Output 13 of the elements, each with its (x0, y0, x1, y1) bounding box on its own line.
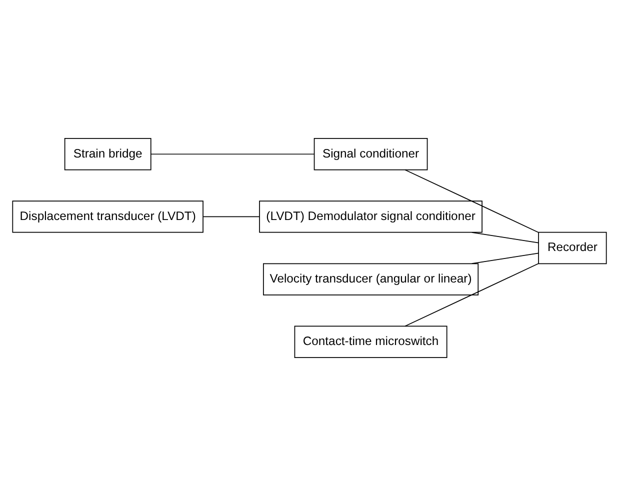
node-box: Displacement transducer (LVDT) (12, 200, 204, 233)
connector (471, 232, 539, 244)
node-box: Signal conditioner (314, 138, 428, 170)
node-box: Strain bridge (64, 138, 152, 170)
connector (404, 169, 539, 233)
node-box: Recorder (538, 232, 607, 264)
node-box: Velocity transducer (angular or linear) (263, 263, 479, 296)
connector (202, 216, 260, 218)
connector (404, 263, 539, 327)
node-box: Contact-time microswitch (294, 326, 448, 358)
connector (471, 252, 539, 264)
node-box: (LVDT) Demodulator signal conditioner (259, 200, 482, 233)
connector (150, 154, 315, 155)
